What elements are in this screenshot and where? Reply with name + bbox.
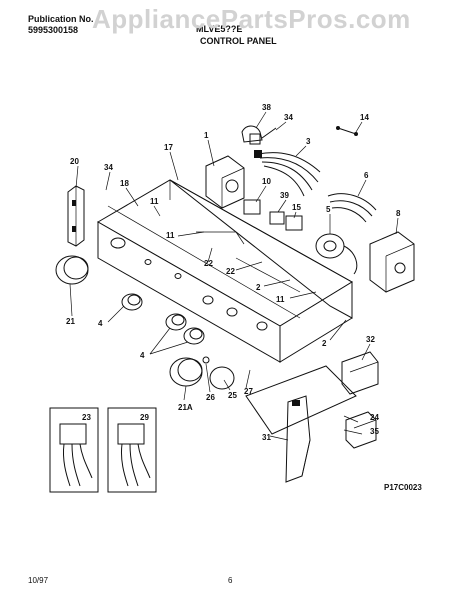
- section-title: CONTROL PANEL: [200, 36, 277, 46]
- knob-small-3: [183, 327, 205, 345]
- callout-8: 8: [396, 209, 401, 218]
- callout-26: 26: [206, 393, 215, 402]
- spring-clip: [341, 351, 379, 395]
- callout-22b: 22: [226, 267, 235, 276]
- callout-2a: 2: [256, 283, 261, 292]
- callout-10: 10: [262, 177, 271, 186]
- callout-11b: 11: [166, 231, 175, 240]
- callout-23: 23: [82, 413, 91, 422]
- callout-15: 15: [292, 203, 301, 212]
- connector-harness-b: [107, 407, 157, 493]
- end-cap: [67, 185, 85, 247]
- switch-block: [243, 199, 303, 231]
- callout-27: 27: [244, 387, 253, 396]
- callout-1: 1: [204, 131, 209, 140]
- control-module: [369, 231, 415, 293]
- callout-11c: 11: [276, 295, 285, 304]
- callout-25: 25: [228, 391, 237, 400]
- callout-18: 18: [120, 179, 129, 188]
- callout-39: 39: [280, 191, 289, 200]
- callout-21a: 21A: [178, 403, 193, 412]
- knob-timer: [169, 356, 235, 390]
- callout-24: 24: [370, 413, 379, 422]
- callout-11a: 11: [150, 197, 159, 206]
- callout-31: 31: [262, 433, 271, 442]
- callout-34b: 34: [104, 163, 113, 172]
- callout-38: 38: [262, 103, 271, 112]
- callout-22a: 22: [204, 259, 213, 268]
- callout-29: 29: [140, 413, 149, 422]
- callout-2b: 2: [322, 339, 327, 348]
- publication-label: Publication No.: [28, 14, 94, 24]
- callout-32: 32: [366, 335, 375, 344]
- knob-small-2: [165, 313, 187, 331]
- lower-bracket: [245, 365, 357, 483]
- connector-harness-a: [49, 407, 99, 493]
- screw-top: [336, 126, 358, 136]
- wire-clip: [241, 125, 277, 145]
- watermark: AppliancePartsPros.com: [92, 4, 411, 34]
- knob-small-1: [121, 293, 143, 311]
- publication-number: 5995300158: [28, 25, 79, 35]
- leader-lines: [69, 111, 399, 441]
- part-callouts: 38 34 14 1 3 17 20 34 18 10 39 6 11 15 5…: [66, 103, 422, 492]
- callout-6: 6: [364, 171, 369, 180]
- footer-page: 6: [228, 576, 233, 585]
- wire-harness: [254, 150, 321, 197]
- lid-switch: [345, 411, 377, 449]
- model-number: MLVE5??E: [196, 24, 243, 34]
- callout-34: 34: [284, 113, 293, 122]
- callout-5: 5: [326, 205, 331, 214]
- callout-21: 21: [66, 317, 75, 326]
- knob-large: [55, 255, 89, 285]
- footer-date: 10/97: [28, 576, 49, 585]
- callout-4b: 4: [140, 351, 145, 360]
- control-panel-body: [97, 179, 353, 363]
- timer-motor: [205, 155, 245, 209]
- callout-14: 14: [360, 113, 369, 122]
- callout-4a: 4: [98, 319, 103, 328]
- callout-3: 3: [306, 137, 311, 146]
- wire-harness-2: [327, 193, 377, 223]
- figure-code: P17C0023: [384, 483, 422, 492]
- callout-35: 35: [370, 427, 379, 436]
- callout-20: 20: [70, 157, 79, 166]
- callout-17: 17: [164, 143, 173, 152]
